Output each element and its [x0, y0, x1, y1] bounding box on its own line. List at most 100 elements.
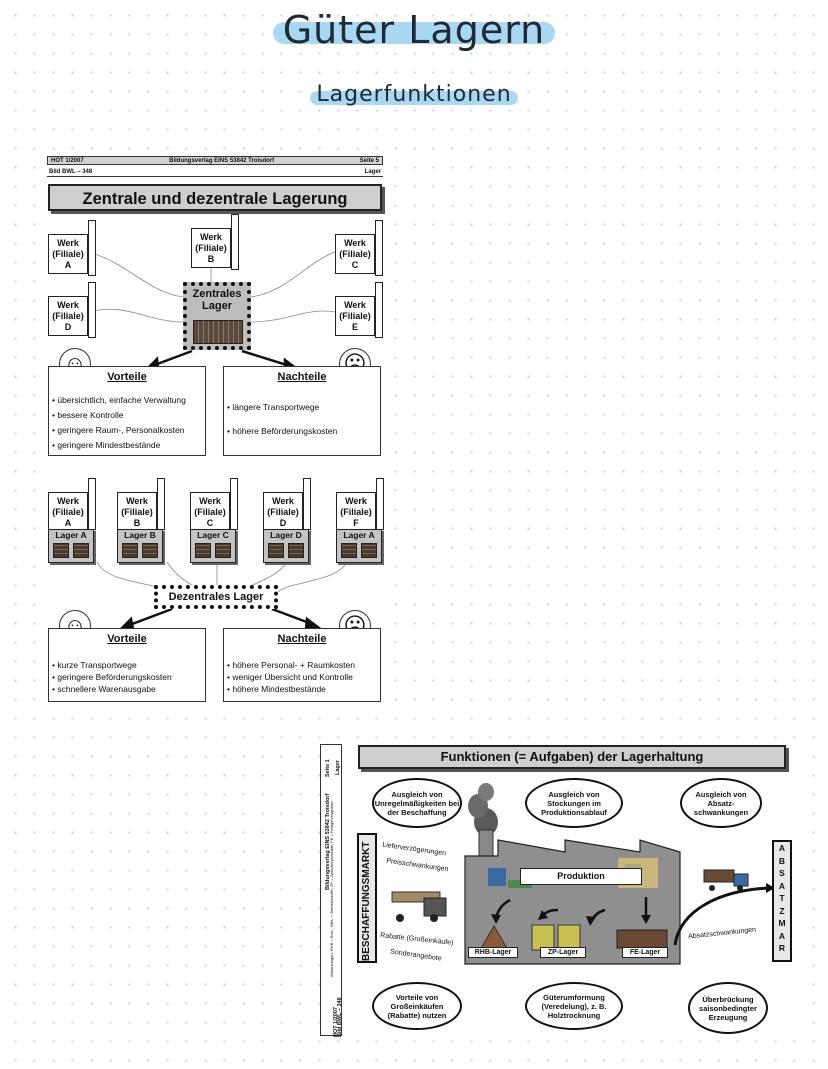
- pallet-stack-icon: [193, 320, 243, 344]
- absatzmarkt-letter: R: [778, 943, 786, 953]
- filiale-label: (Filiale): [52, 507, 84, 517]
- truck-right-icon: [703, 869, 749, 891]
- list-item: • höhere Mindestbestände: [227, 684, 326, 694]
- oval-gueterumformung: Güterumformung (Veredelung), z. B. Holzt…: [525, 982, 623, 1030]
- list-item: • längere Transportwege: [227, 402, 320, 412]
- werk-d: Werk(Filiale)D: [48, 296, 88, 336]
- werk-label: Werk: [344, 238, 366, 248]
- filiale-label: (Filiale): [194, 507, 226, 517]
- absatzmarkt-label: A B S A T Z M A R: [774, 842, 790, 955]
- header-center: Bildungsverlag EINS 53842 Troisdorf: [169, 157, 275, 164]
- smoke-icon: [468, 783, 498, 857]
- worksheet-title: Funktionen (= Aufgaben) der Lagerhaltung: [358, 745, 786, 769]
- filiale-label: (Filiale): [52, 249, 84, 259]
- oval-saison: Überbrückung saisonbedingter Erzeugung: [688, 982, 768, 1034]
- lager-label: Lager A: [55, 530, 87, 540]
- page-subtitle-text: Lagerfunktionen: [316, 82, 512, 107]
- list-item: • geringere Beförderungskosten: [52, 672, 172, 682]
- pallet-stack-icon: [268, 543, 304, 558]
- werk-letter: C: [206, 518, 214, 528]
- lager-box: Lager A: [48, 529, 94, 563]
- worksheet-subheader: Bild BWL – 348 Lager: [47, 169, 383, 177]
- absatzmarkt-letter: M: [778, 918, 786, 928]
- pallet-stack-icon: [195, 543, 231, 558]
- werk-a: Werk(Filiale)A: [48, 234, 88, 274]
- list-item: • schnellere Warenausgabe: [52, 684, 156, 694]
- list-item: • bessere Kontrolle: [52, 410, 124, 420]
- zentrales-lager-label: Zentrales Lager: [192, 288, 242, 312]
- list-item: • kurze Transportwege: [52, 660, 137, 670]
- beschaffungsmarkt-label: BESCHAFFUNGSMARKT: [361, 841, 372, 961]
- page-title-text: Güter Lagern: [282, 8, 546, 52]
- chimney-icon: [375, 220, 383, 276]
- beschaffungsmarkt-bar: BESCHAFFUNGSMARKT: [357, 833, 377, 963]
- werk-letter: C: [351, 260, 359, 270]
- filiale-label: (Filiale): [52, 311, 84, 321]
- pallet-stack-icon: [341, 543, 377, 558]
- list-item: • weniger Übersicht und Kontrolle: [227, 672, 353, 682]
- oval-absatz: Ausgleich von Absatz-schwankungen: [680, 778, 762, 828]
- oval-grosseinkaeufe: Vorteile von Großeinkäufen (Rabatte) nut…: [372, 982, 462, 1030]
- absatzmarkt-bar: A B S A T Z M A R: [772, 840, 792, 962]
- filiale-label: (Filiale): [340, 507, 372, 517]
- werk-letter: E: [351, 322, 358, 332]
- panel-title: Vorteile: [107, 371, 147, 383]
- werk-label: Werk: [345, 496, 367, 506]
- chimney-icon: [157, 478, 165, 530]
- werk-label: Werk: [272, 496, 294, 506]
- werk-b-dezentral: Werk(Filiale)B: [117, 492, 157, 532]
- absatzmarkt-letter: S: [779, 868, 785, 878]
- absatzmarkt-letter: A: [778, 930, 786, 941]
- chimney-icon: [88, 220, 96, 276]
- produktion-label: Produktion: [520, 868, 642, 885]
- werk-c-dezentral: Werk(Filiale)C: [190, 492, 230, 532]
- werk-letter: F: [353, 518, 359, 528]
- absatzmarkt-letter: Z: [779, 905, 785, 916]
- list-item: • geringere Raum-, Personalkosten: [52, 425, 185, 435]
- lager-box: Lager D: [263, 529, 309, 563]
- filiale-label: (Filiale): [339, 249, 371, 259]
- page-title: Güter Lagern: [269, 8, 560, 52]
- pallet-stack-icon: [122, 543, 158, 558]
- list-item: • geringere Mindestbestände: [52, 440, 161, 450]
- worksheet-lagerung[interactable]: HOT 1/2007 Bildungsverlag EINS 53842 Tro…: [47, 152, 385, 708]
- absatzmarkt-letter: A: [778, 843, 786, 853]
- zentral-nachteile-panel: Nachteile • längere Transportwege • höhe…: [223, 366, 381, 456]
- filiale-label: (Filiale): [195, 243, 227, 253]
- werk-label: Werk: [57, 238, 79, 248]
- page-title-area: Güter Lagern: [0, 8, 828, 52]
- lager-box: Lager B: [117, 529, 163, 563]
- werk-label: Werk: [344, 300, 366, 310]
- werk-label: Werk: [57, 496, 79, 506]
- werk-e: Werk(Filiale)E: [335, 296, 375, 336]
- pallet-stack-icon: [53, 543, 89, 558]
- truck-icon: [391, 891, 447, 922]
- chimney-icon: [88, 478, 96, 530]
- chimney-icon: [303, 478, 311, 530]
- lager-box: Lager C: [190, 529, 236, 563]
- list-item: • übersichtlich, einfache Verwaltung: [52, 395, 186, 405]
- chimney-icon: [88, 282, 96, 338]
- werk-letter: D: [279, 518, 287, 528]
- worksheet-lagerfunktionen[interactable]: Bildungsverlag EINS 53842 Troisdorf HOT …: [320, 740, 798, 1040]
- werk-d-dezentral: Werk(Filiale)D: [263, 492, 303, 532]
- werk-letter: A: [64, 260, 72, 270]
- lager-label: Lager C: [197, 530, 229, 540]
- werk-letter: B: [133, 518, 141, 528]
- dezentral-vorteile-panel: Vorteile • kurze Transportwege • geringe…: [48, 628, 206, 702]
- page-subtitle: Lagerfunktionen: [308, 82, 519, 107]
- panel-title: Nachteile: [277, 371, 327, 383]
- zentral-vorteile-panel: Vorteile • übersichtlich, einfache Verwa…: [48, 366, 206, 456]
- rhb-lager: RHB-Lager: [468, 947, 518, 958]
- absatzmarkt-letter: B: [778, 855, 786, 866]
- dezentrales-lager: Dezentrales Lager: [154, 585, 278, 609]
- oval-beschaffung: Ausgleich von Unregelmäßigkeiten bei der…: [372, 778, 462, 828]
- header-left: HOT 1/2007: [51, 157, 84, 164]
- storage-icons: [479, 924, 668, 951]
- werk-letter: D: [64, 322, 72, 332]
- panel-title: Vorteile: [107, 633, 147, 645]
- werk-letter: A: [64, 518, 72, 528]
- lager-label: Lager B: [124, 530, 156, 540]
- worksheet-title: Zentrale und dezentrale Lagerung: [48, 184, 382, 211]
- chimney-icon: [376, 478, 384, 530]
